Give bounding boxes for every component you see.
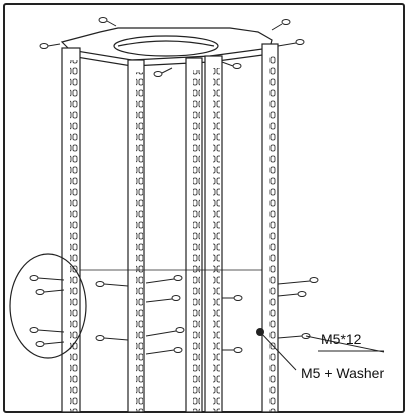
- detail-callout-circle: [9, 253, 87, 359]
- rail-center-left: [127, 59, 145, 413]
- screw-icon: [39, 43, 61, 49]
- screw-icon: [277, 39, 305, 47]
- screw-icon: [29, 275, 65, 281]
- screw-icon: [95, 335, 129, 341]
- screw-icon: [145, 327, 185, 337]
- screw-icon: [29, 327, 65, 333]
- screw-icon: [221, 61, 242, 69]
- screw-icon: [35, 341, 65, 347]
- screw-icon: [277, 291, 307, 297]
- screw-icon: [145, 295, 181, 303]
- screw-icon: [145, 347, 183, 355]
- rail-front-right: [204, 55, 223, 413]
- washer-label: M5 + Washer: [301, 365, 385, 381]
- diagram-frame: [3, 3, 405, 413]
- top-screws: [39, 17, 305, 77]
- screw-icon: [277, 277, 319, 285]
- screw-icon: [153, 67, 173, 77]
- rail-front-left: [61, 47, 81, 413]
- leader-lines: [259, 331, 385, 371]
- side-screws: [29, 275, 319, 355]
- screw-icon: [277, 333, 311, 339]
- screw-size-label: M5*12: [321, 331, 362, 347]
- screw-icon: [222, 295, 243, 301]
- rail-center-right: [185, 57, 203, 413]
- rail-rear-right: [261, 43, 279, 413]
- screw-icon: [222, 347, 243, 353]
- screw-icon: [95, 281, 129, 287]
- screw-icon: [271, 19, 291, 31]
- screw-icon: [35, 289, 65, 295]
- screw-icon: [98, 17, 117, 27]
- top-plate: [60, 27, 273, 67]
- screw-icon: [145, 275, 183, 284]
